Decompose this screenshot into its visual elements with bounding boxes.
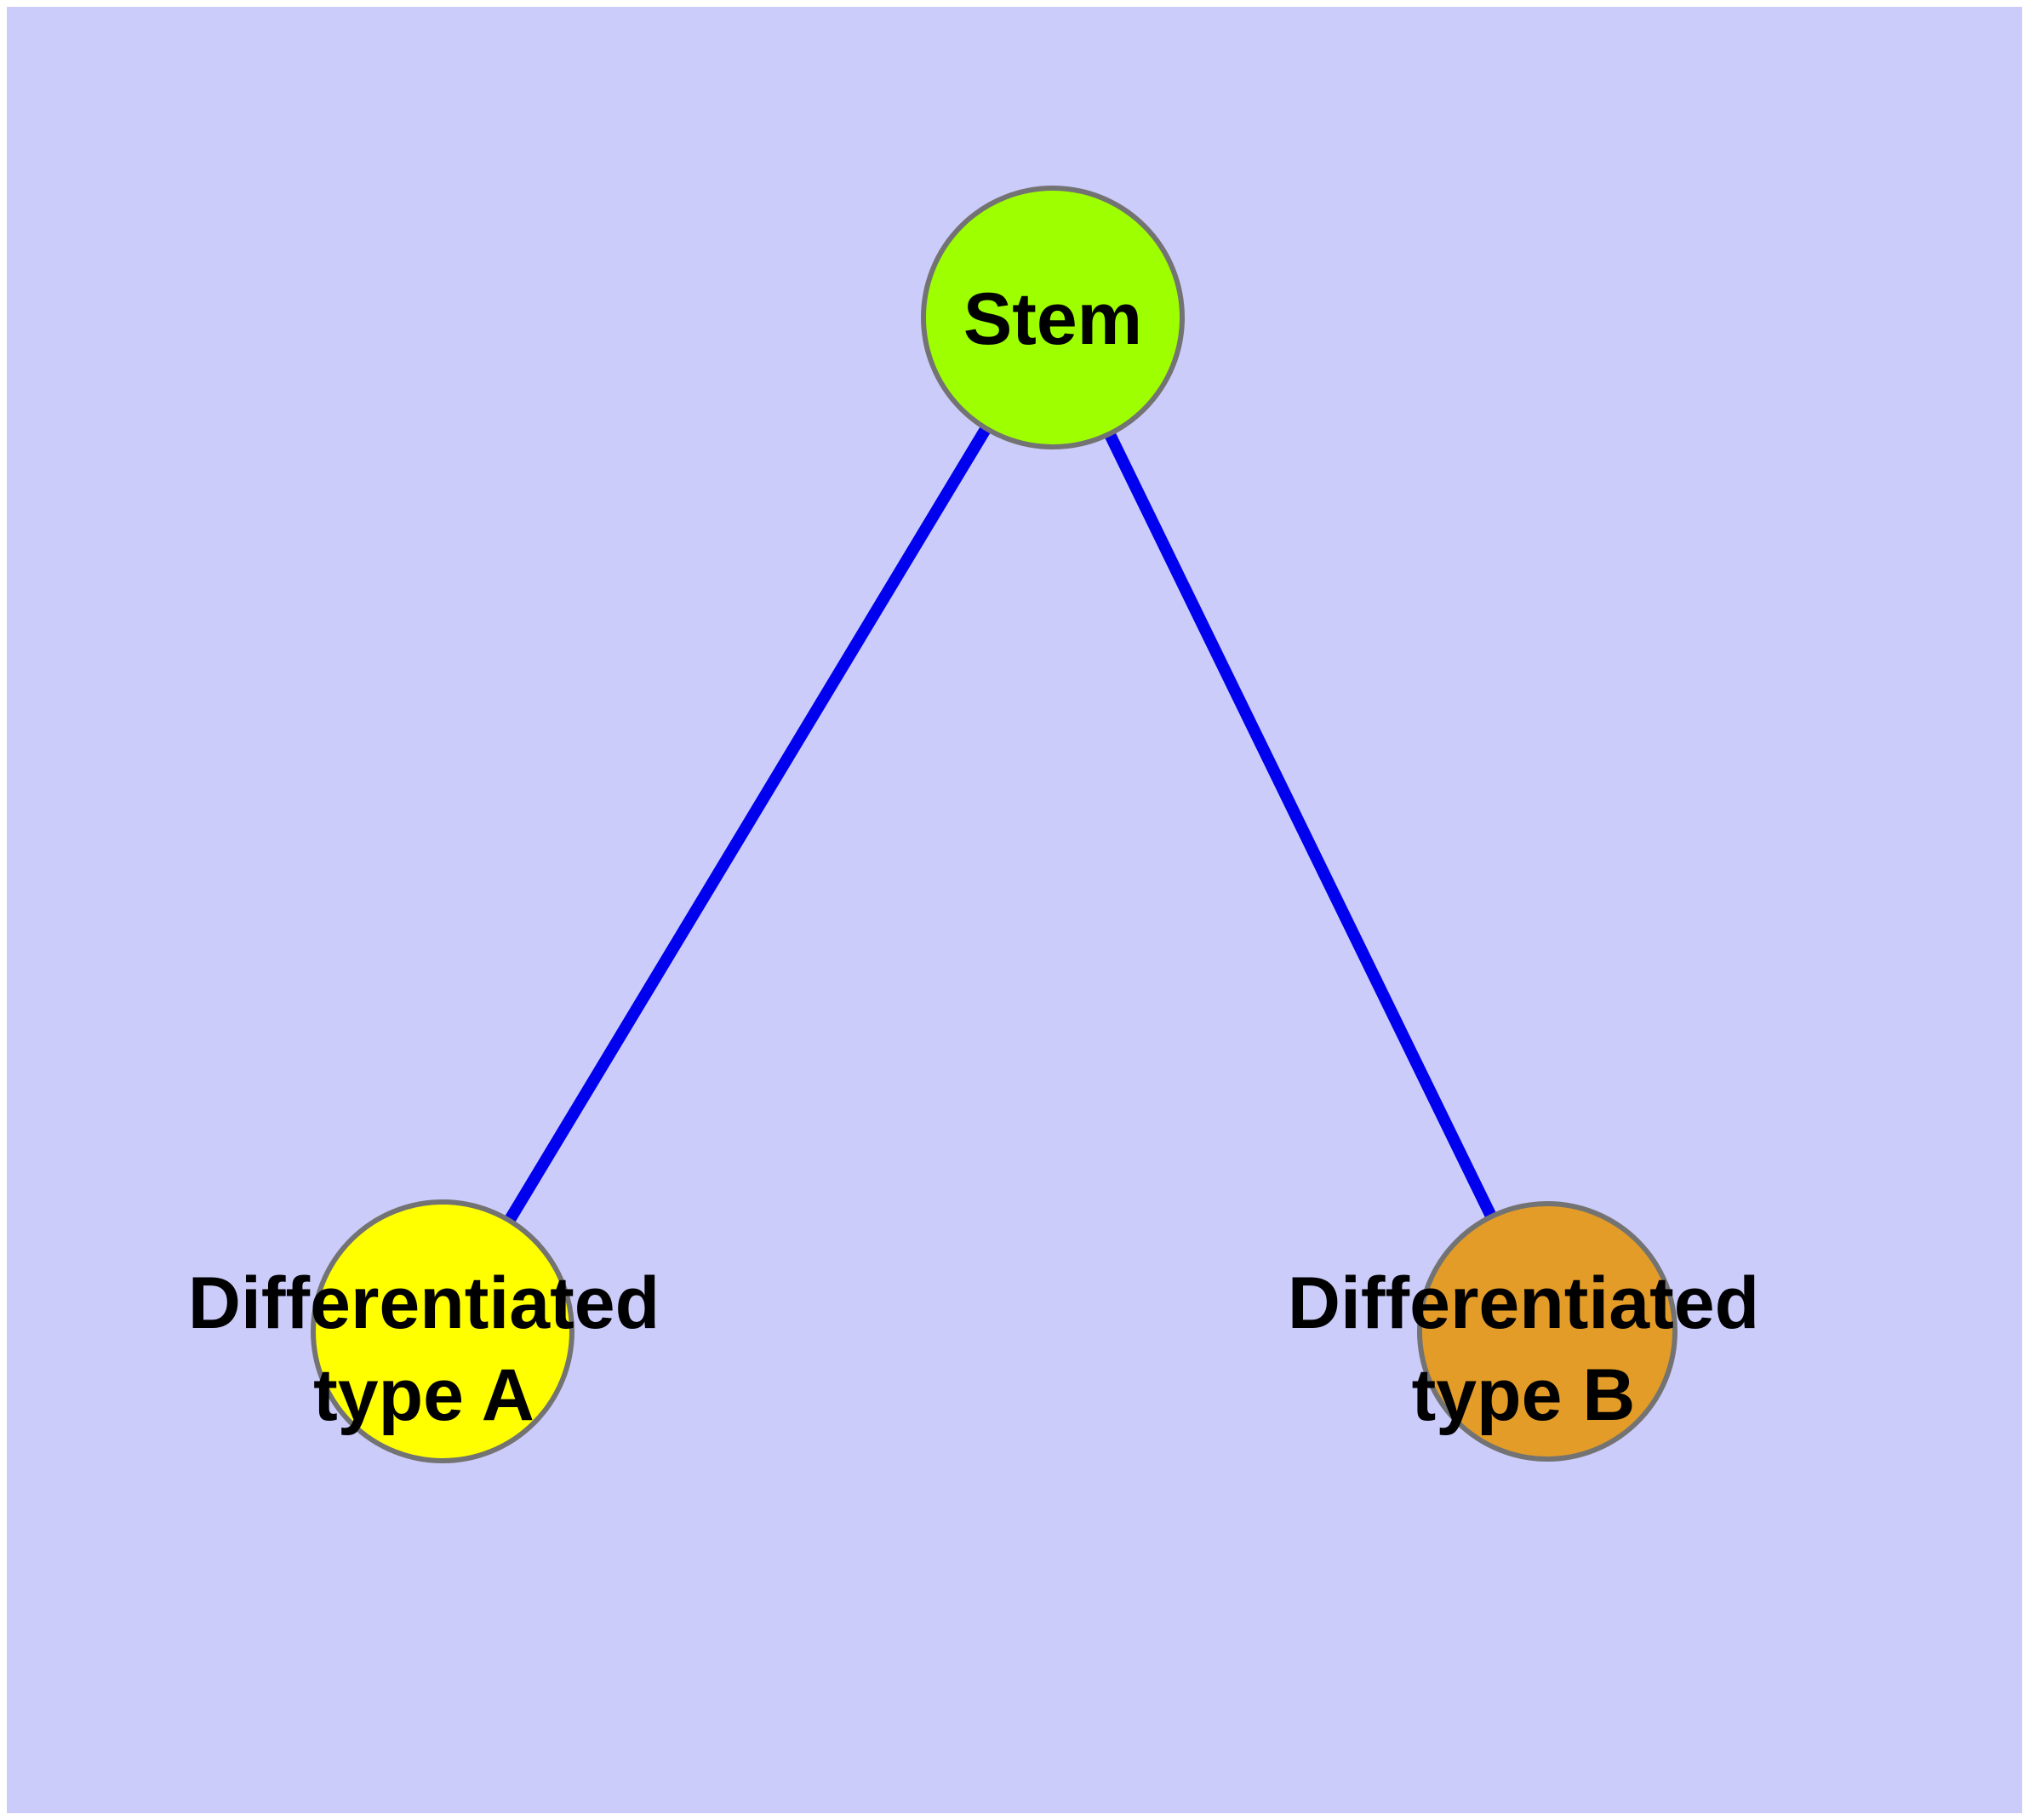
- node-differentiated-type-b-label-line1: Differentiated: [1288, 1262, 1759, 1344]
- label-layer: Stem Differentiated type A Differentiate…: [188, 278, 1759, 1436]
- node-differentiated-type-b-circle[interactable]: [1417, 1201, 1677, 1462]
- node-differentiated-type-a-circle[interactable]: [311, 1199, 574, 1463]
- node-layer: [311, 186, 1677, 1463]
- node-differentiated-type-a-label-line1: Differentiated: [188, 1262, 660, 1344]
- node-differentiated-type-a-label-line2: type A: [313, 1354, 534, 1436]
- edge-stem-to-differentiated-type-b[interactable]: [1104, 431, 1497, 1220]
- edge-stem-to-differentiated-type-a[interactable]: [504, 425, 992, 1224]
- node-differentiated-type-b-label-line2: type B: [1412, 1354, 1636, 1436]
- node-stem-label: Stem: [963, 278, 1142, 360]
- node-stem-circle[interactable]: [921, 186, 1185, 449]
- edge-layer: [504, 425, 1497, 1224]
